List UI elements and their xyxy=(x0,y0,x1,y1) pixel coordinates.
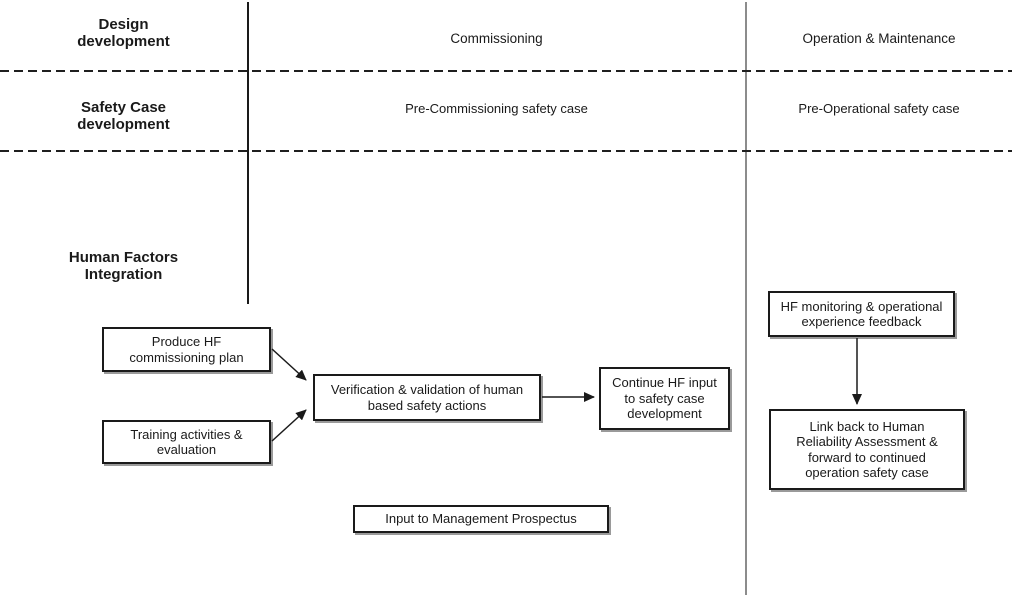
continue-hf-box: Continue HF input to safety case develop… xyxy=(599,367,730,430)
row-label-design-development: Design development xyxy=(77,16,170,50)
column-header-operation-maintenance: Operation & Maintenance xyxy=(802,31,956,46)
hf-monitoring-box: HF monitoring & operational experience f… xyxy=(768,291,955,337)
row-label-human-factors-integration: Human Factors Integration xyxy=(68,249,179,283)
phase-divider-operation xyxy=(745,2,747,595)
arrow-training-to-verification xyxy=(271,409,307,442)
training-box: Training activities & evaluation xyxy=(102,420,271,464)
row-divider-safety-hfi xyxy=(0,150,1012,152)
row-divider-design-safety xyxy=(0,70,1012,72)
link-back-box: Link back to Human Reliability Assessmen… xyxy=(769,409,965,490)
verification-box: Verification & validation of human based… xyxy=(313,374,541,421)
column-header-commissioning: Commissioning xyxy=(450,31,543,46)
cell-pre-operational-safety-case: Pre-Operational safety case xyxy=(798,101,960,116)
cell-pre-commissioning-safety-case: Pre-Commissioning safety case xyxy=(405,101,588,116)
arrow-produce-to-verification xyxy=(271,348,307,381)
produce-hf-box: Produce HF commissioning plan xyxy=(102,327,271,372)
phase-divider-commissioning xyxy=(247,2,249,304)
management-prospectus-box: Input to Management Prospectus xyxy=(353,505,609,533)
row-label-safety-case-development: Safety Case development xyxy=(77,99,170,133)
